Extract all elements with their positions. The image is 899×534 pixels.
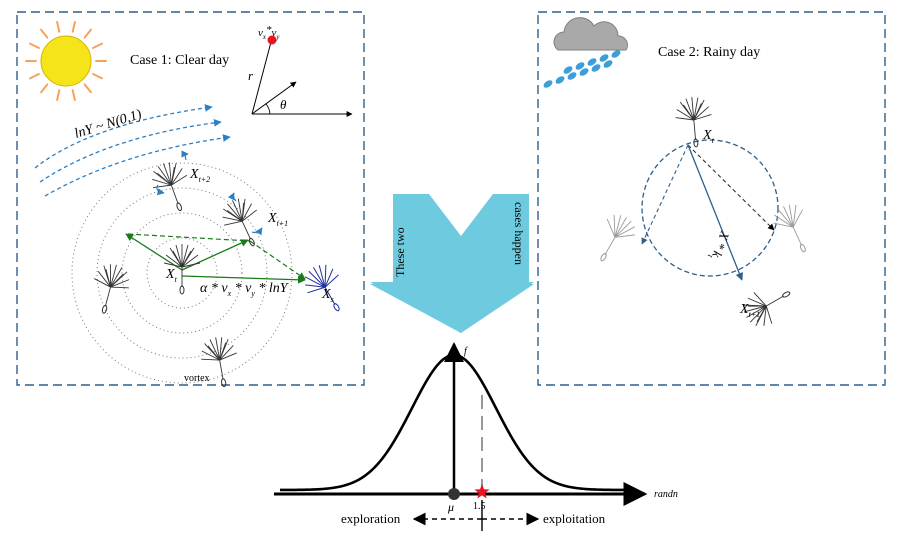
dandelion-seed-icon <box>215 192 271 254</box>
sun-ray <box>92 42 104 49</box>
x-t-label: Xt <box>165 267 178 284</box>
sun-ray <box>28 73 40 80</box>
raindrop <box>587 58 597 66</box>
sun-ray <box>40 83 49 94</box>
lognormal-label: lnY ~ N(0,1) <box>73 107 144 142</box>
velocity-polar-diagram <box>251 35 353 117</box>
raindrop <box>543 80 553 88</box>
raindrop <box>579 68 589 76</box>
normal-distribution-plot <box>274 342 648 531</box>
local-search-circle <box>641 139 779 277</box>
dandelion-seed-icon <box>587 208 641 270</box>
sun-ray <box>71 89 76 101</box>
raindrop <box>611 50 621 58</box>
arrow-text-left: These two <box>393 227 407 277</box>
rainy-day-title: Case 2: Rainy day <box>658 45 760 60</box>
exploration-label: exploration <box>341 511 401 526</box>
current-position-dot <box>267 35 277 45</box>
raindrop <box>563 66 573 74</box>
y-axis-label: f <box>464 346 468 357</box>
mu-label: μ <box>447 500 454 514</box>
velocity-product-label: vx*vy <box>258 24 280 41</box>
x-t1-label: Xt+1 <box>267 211 288 228</box>
dandelion-seed-icon <box>768 199 820 259</box>
threshold-star-icon <box>474 484 490 499</box>
movement-formula: α * vx * vy * lnY <box>200 281 290 298</box>
local-search-arrows <box>641 144 775 281</box>
sun-ray <box>92 73 104 80</box>
rainy-x-t-label: Xt <box>702 128 715 145</box>
sun-ray <box>28 42 40 49</box>
rainy-day-panel <box>537 11 886 386</box>
raindrop <box>603 60 613 68</box>
sun-ray <box>40 28 49 39</box>
arrow-text-right: cases happen <box>512 202 526 265</box>
wind-streams <box>34 104 231 197</box>
k-step-label: X * kt <box>706 227 733 262</box>
vortex-label: vortex <box>184 373 210 384</box>
rainy-x-t1-label: Xt+1 <box>739 302 760 319</box>
sun-ray <box>83 28 92 39</box>
rain-cloud-icon <box>543 17 629 88</box>
x-s-label: Xs <box>321 287 334 304</box>
vortex-circles <box>71 162 293 384</box>
clear-day-title: Case 1: Clear day <box>130 53 229 68</box>
theta-label: θ <box>280 97 287 112</box>
x-t2-label: Xt+2 <box>189 167 210 184</box>
x-axis-label: randn <box>654 489 678 500</box>
mean-dot <box>448 488 460 500</box>
rotation-arrows <box>156 150 263 236</box>
radius-label: r <box>248 68 254 83</box>
raindrop <box>575 62 585 70</box>
exploitation-label: exploitation <box>543 511 606 526</box>
merge-arrow <box>370 194 534 333</box>
sun-ray <box>56 89 61 101</box>
sun-ray <box>71 21 76 33</box>
sun-ray <box>83 83 92 94</box>
dandelion-seed-icon <box>85 259 135 319</box>
movement-paths <box>125 233 306 284</box>
raindrop <box>591 64 601 72</box>
clear-day-panel <box>16 11 365 386</box>
sun-icon <box>25 21 107 101</box>
sun-ray <box>56 21 61 33</box>
bell-curve <box>280 353 632 492</box>
raindrop <box>567 72 577 80</box>
raindrop <box>599 54 609 62</box>
raindrop <box>555 76 565 84</box>
threshold-value-label: 1.5 <box>473 501 486 512</box>
